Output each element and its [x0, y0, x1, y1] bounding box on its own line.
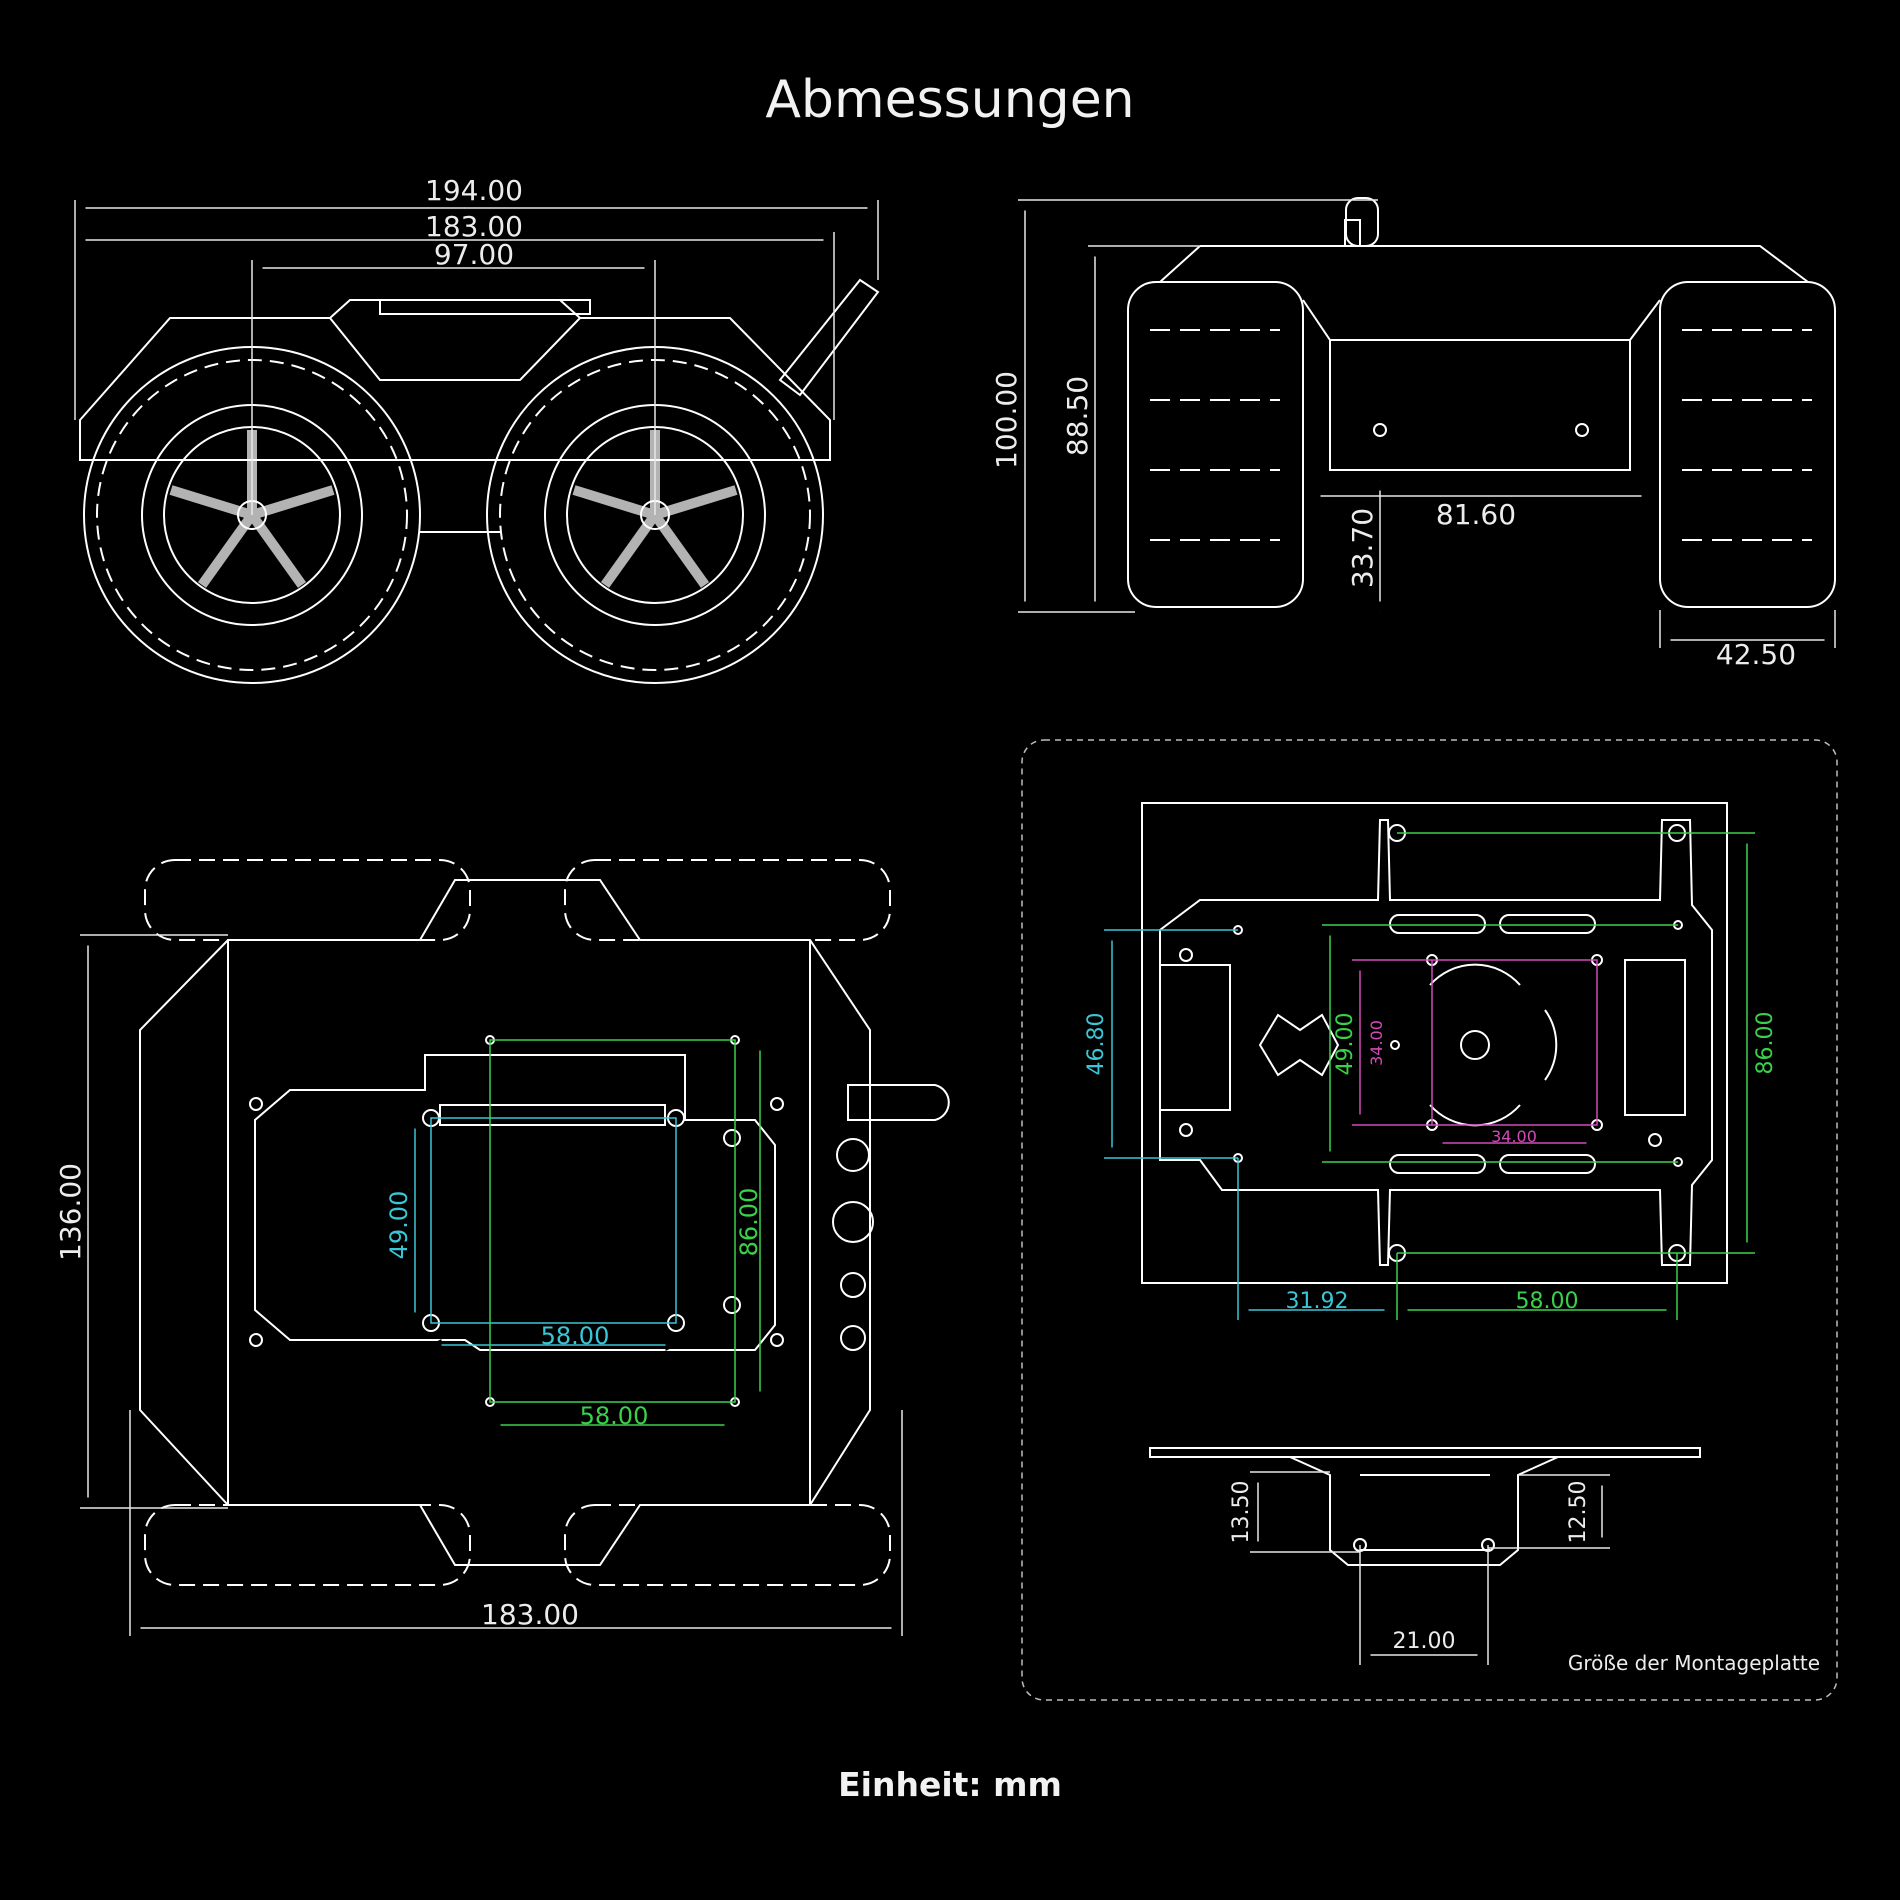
mount-plate-caption: Größe der Montageplatte: [1568, 1651, 1820, 1675]
mount-plate: [1141, 802, 1728, 1284]
dim-board-holes-w: 58.00: [541, 1322, 610, 1350]
dim-body-length: 183.00: [425, 210, 523, 243]
antenna-icon-top: [847, 1084, 950, 1121]
dim-ground-clearance: 33.70: [1346, 508, 1379, 588]
dim-center-square-v: 34.00: [1367, 1020, 1386, 1066]
dim-overall-height: 100.00: [990, 371, 1023, 469]
top-view: [139, 859, 950, 1586]
dim-board-holes-h: 49.00: [385, 1191, 413, 1260]
dim-plate-holes-h: 86.00: [735, 1188, 763, 1257]
antenna-icon-front: [1345, 197, 1379, 247]
dim-outer-holes-h: 86.00: [1753, 1012, 1778, 1075]
mount-plate-panel: [1021, 739, 1838, 1701]
dim-wheel-width: 42.50: [1716, 638, 1796, 671]
cross-cutout-icon: [1258, 1013, 1340, 1077]
dim-side-offset-h: 46.80: [1084, 1013, 1109, 1076]
center-hole-icon: [1460, 1030, 1490, 1060]
dim-inner-width: 81.60: [1436, 498, 1516, 531]
dim-outer-holes-w: 58.00: [1516, 1289, 1579, 1314]
dim-plate-holes-w: 58.00: [580, 1402, 649, 1430]
side-view: [79, 278, 880, 684]
dim-body-height: 88.50: [1061, 376, 1094, 456]
switch-icon: [836, 1138, 870, 1172]
side-dimensions: [73, 200, 880, 515]
dim-edge-offset-w: 31.92: [1286, 1289, 1349, 1314]
dim-inner-holes-h: 49.00: [1333, 1013, 1358, 1076]
dim-profile-width: 21.00: [1393, 1629, 1456, 1654]
top-dimensions: [80, 933, 904, 1636]
dim-overall-length: 194.00: [425, 174, 523, 207]
antenna-icon: [778, 278, 880, 397]
profile-dimensions: [1250, 1470, 1610, 1665]
page-title: Abmessungen: [765, 70, 1135, 130]
dim-body-depth: 136.00: [54, 1163, 87, 1261]
dim-body-width: 183.00: [481, 1598, 579, 1631]
front-view: [1127, 197, 1836, 608]
unit-label: Einheit: mm: [838, 1765, 1062, 1804]
dim-profile-right-h: 12.50: [1566, 1481, 1591, 1544]
dim-center-square-h: 34.00: [1491, 1127, 1537, 1146]
front-dimensions: [1018, 198, 1837, 648]
dim-profile-left-h: 13.50: [1229, 1481, 1254, 1544]
dim-wheelbase: 97.00: [434, 238, 514, 271]
power-button-icon: [832, 1201, 874, 1243]
mount-plate-dimensions: [1104, 831, 1755, 1320]
